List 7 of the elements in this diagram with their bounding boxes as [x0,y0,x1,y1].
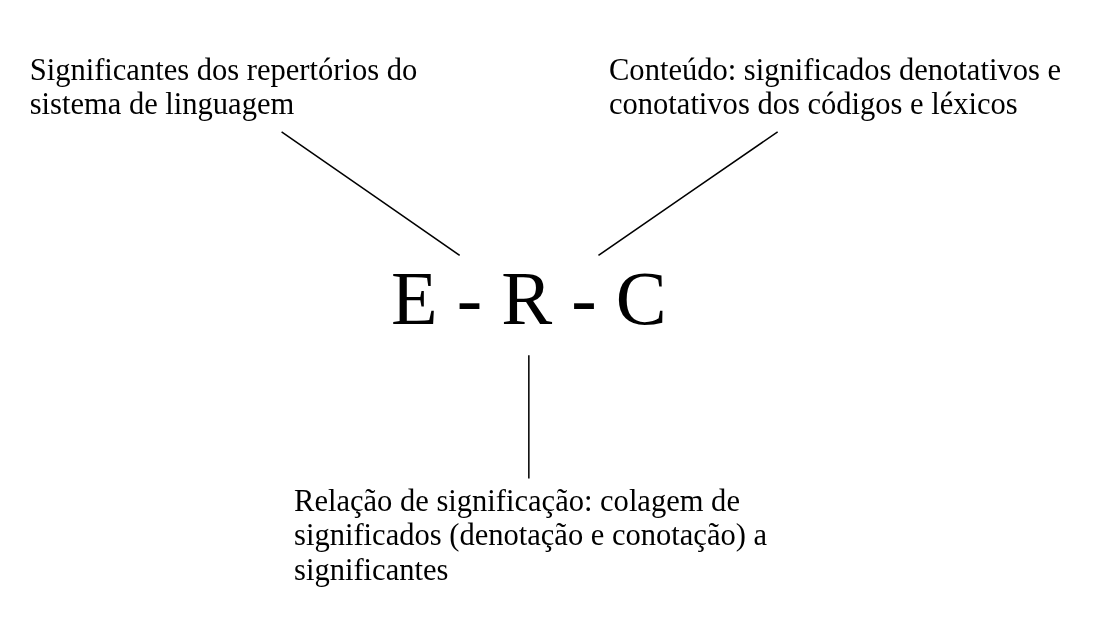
node-text: Conteúdo: significados denotativos e conotativos dos códigos e léxicos [609,52,1061,121]
node-text: E - R - C [391,255,667,341]
connector [280,130,461,256]
connector [597,130,779,256]
connector [528,354,530,479]
node-text: Significantes dos repertórios do sistema de linguagem [29,52,418,121]
node-text: Relação de significação: colagem de significados (denotação e conotação) a significantes [294,483,768,587]
